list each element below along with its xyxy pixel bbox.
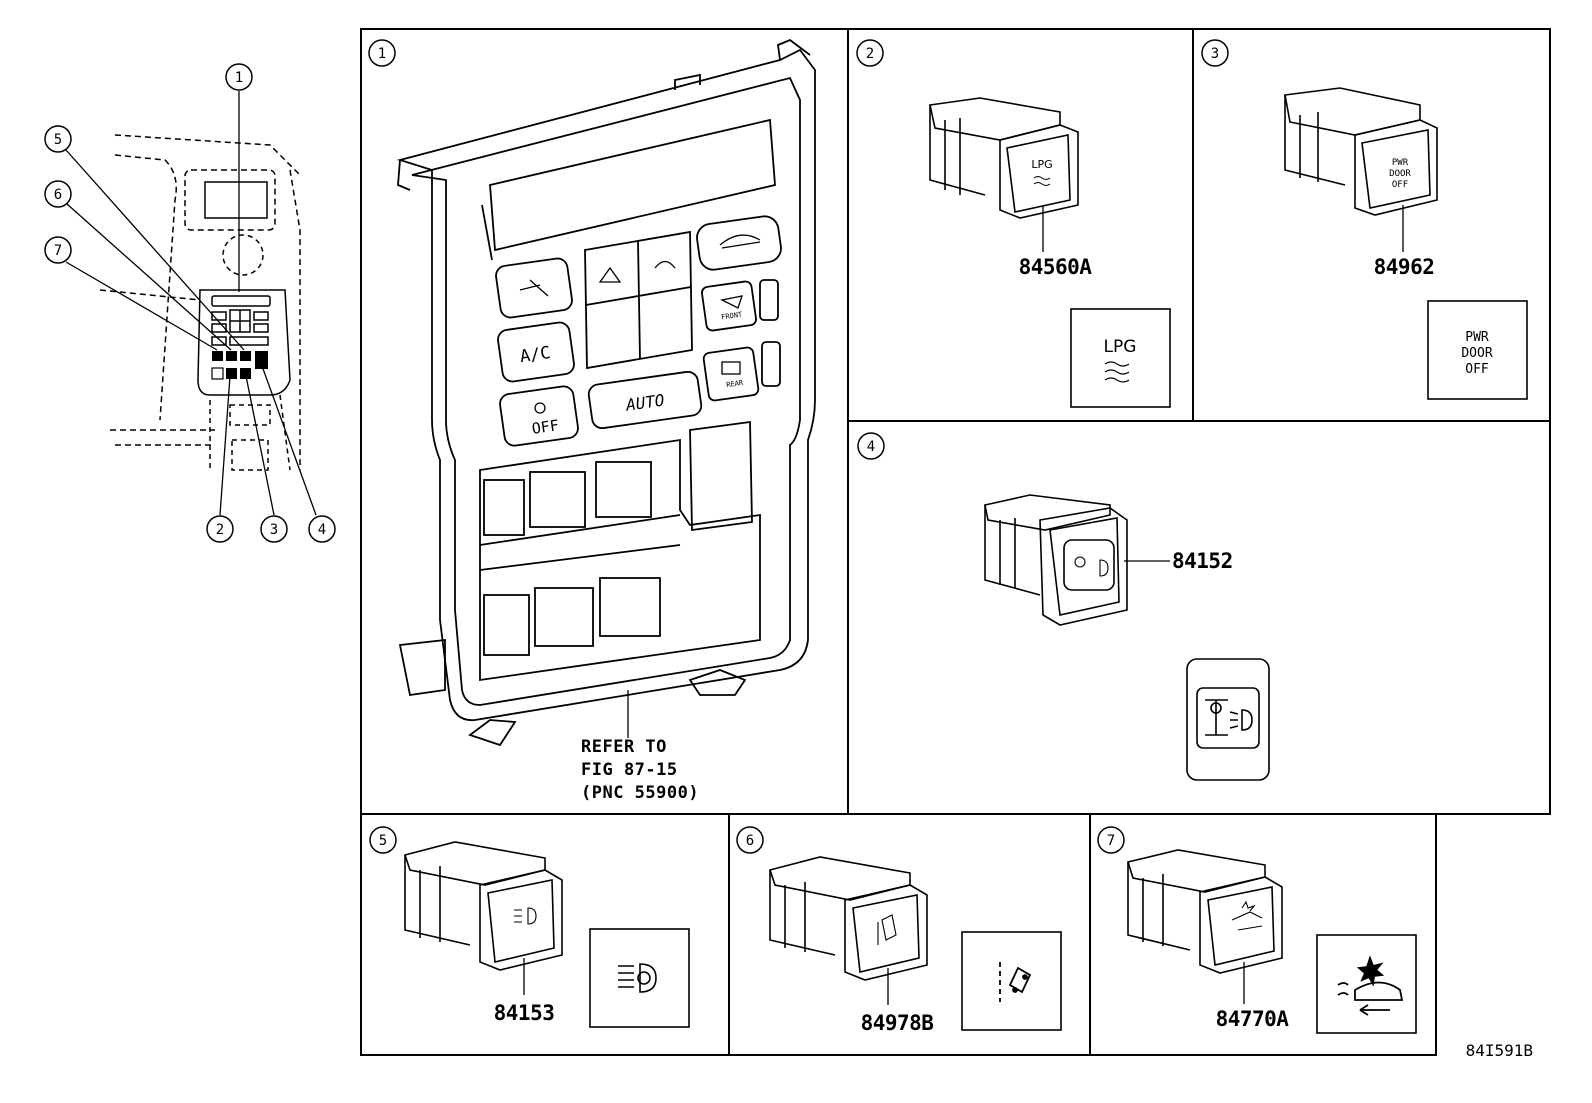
headlamp-leveling-face-icon: [1074, 556, 1109, 577]
lpg-waves-icon: [1033, 176, 1051, 186]
pre-collision-switch-drawing: [1126, 849, 1283, 1004]
pwr-door-switch-drawing: [1284, 87, 1438, 252]
panel-1-frame: [360, 28, 849, 815]
refer-line-1: REFER TO: [581, 737, 667, 757]
rear-defrost-icon: [721, 361, 741, 375]
lane-assist-face-icon: [877, 914, 897, 945]
pwr-switch-face-line-1: PWR: [1392, 158, 1409, 168]
refer-line-2: FIG 87-15: [581, 760, 678, 780]
part-84962: 84962: [1374, 255, 1435, 279]
part-84153: 84153: [494, 1001, 555, 1025]
locator-callout-3: 3: [270, 522, 278, 538]
fan-off-label: OFF: [531, 416, 560, 438]
locator-callout-7: 7: [54, 243, 62, 259]
recirculation-icon: [654, 260, 676, 269]
front-defrost-label: FRONT: [721, 310, 744, 321]
panel-1-callout: 1: [378, 46, 386, 62]
ac-panel-labels: A/C OFF AUTO FRONT REAR: [519, 310, 745, 437]
rear-defrost-label: REAR: [726, 379, 745, 389]
part-84152: 84152: [1172, 549, 1233, 573]
panel-7-frame: [1089, 813, 1437, 1056]
part-84770A: 84770A: [1216, 1007, 1290, 1031]
part-84560A: 84560A: [1019, 255, 1093, 279]
locator-callouts: [44, 63, 336, 543]
ac-button-label: A/C: [519, 343, 552, 367]
panel-3-frame: [1192, 28, 1551, 422]
lane-assist-switch-drawing: [768, 856, 928, 1005]
pwr-door-symbol-line-2: DOOR: [1461, 346, 1492, 361]
lpg-switch-drawing: [929, 97, 1079, 252]
ac-panel-icons: [519, 234, 761, 414]
lpg-symbol-label: LPG: [1104, 337, 1137, 357]
pwr-door-symbol-line-3: OFF: [1465, 362, 1489, 377]
lane-assist-symbol-box: [961, 931, 1062, 1031]
headlamp-leveling-symbol: [1186, 658, 1270, 781]
panel-7-callout: 7: [1107, 833, 1115, 849]
locator-callout-6: 6: [54, 187, 62, 203]
headlamp-icon: [1229, 709, 1253, 731]
locator-switches: [211, 351, 268, 380]
part-84978B: 84978B: [861, 1011, 934, 1035]
pwr-door-symbol-box: [1427, 300, 1528, 400]
panel-5-callout: 5: [379, 833, 387, 849]
airflow-icon: [519, 279, 549, 297]
locator-view: [99, 134, 301, 471]
pwr-switch-face-line-2: DOOR: [1389, 169, 1411, 179]
pre-collision-face-icon: [1231, 900, 1263, 931]
panel-4-callout: 4: [867, 439, 875, 455]
up-arrow-icon: [598, 266, 622, 283]
panel-4-frame: [847, 420, 1551, 815]
locator-callout-5: 5: [54, 132, 62, 148]
auto-high-beam-symbol-icon: [618, 963, 657, 993]
panel-6-callout: 6: [746, 833, 754, 849]
front-defrost-icon: [720, 295, 743, 309]
figure-code: 84I591B: [1466, 1041, 1533, 1060]
pwr-switch-face-line-3: OFF: [1392, 180, 1408, 190]
auto-high-beam-symbol-box: [589, 928, 690, 1028]
fan-icon: [534, 402, 546, 414]
car-recirculation-icon: [719, 234, 761, 249]
pre-collision-symbol-box: [1316, 934, 1417, 1034]
panel-3-callout: 3: [1211, 46, 1219, 62]
locator-callout-1: 1: [235, 70, 243, 86]
auto-high-beam-switch-drawing: [403, 841, 563, 995]
panel-2-frame: [847, 28, 1194, 422]
locator-callout-4: 4: [318, 522, 326, 538]
auto-button-label: AUTO: [624, 390, 666, 414]
panel-2-callout: 2: [866, 46, 874, 62]
lpg-switch-face-label: LPG: [1031, 158, 1052, 171]
lpg-symbol-box: [1070, 308, 1171, 408]
refer-line-3: (PNC 55900): [581, 783, 699, 803]
headlamp-leveling-switch-drawing: [984, 494, 1170, 626]
ac-control-panel-drawing: [396, 38, 816, 747]
auto-high-beam-face-icon: [514, 907, 537, 925]
pre-collision-symbol-icon: [1337, 955, 1404, 1016]
pwr-door-symbol-line-1: PWR: [1465, 330, 1489, 345]
lane-assist-symbol-icon: [999, 962, 1032, 1002]
lpg-symbol-waves-icon: [1104, 361, 1130, 383]
locator-callout-2: 2: [216, 522, 224, 538]
